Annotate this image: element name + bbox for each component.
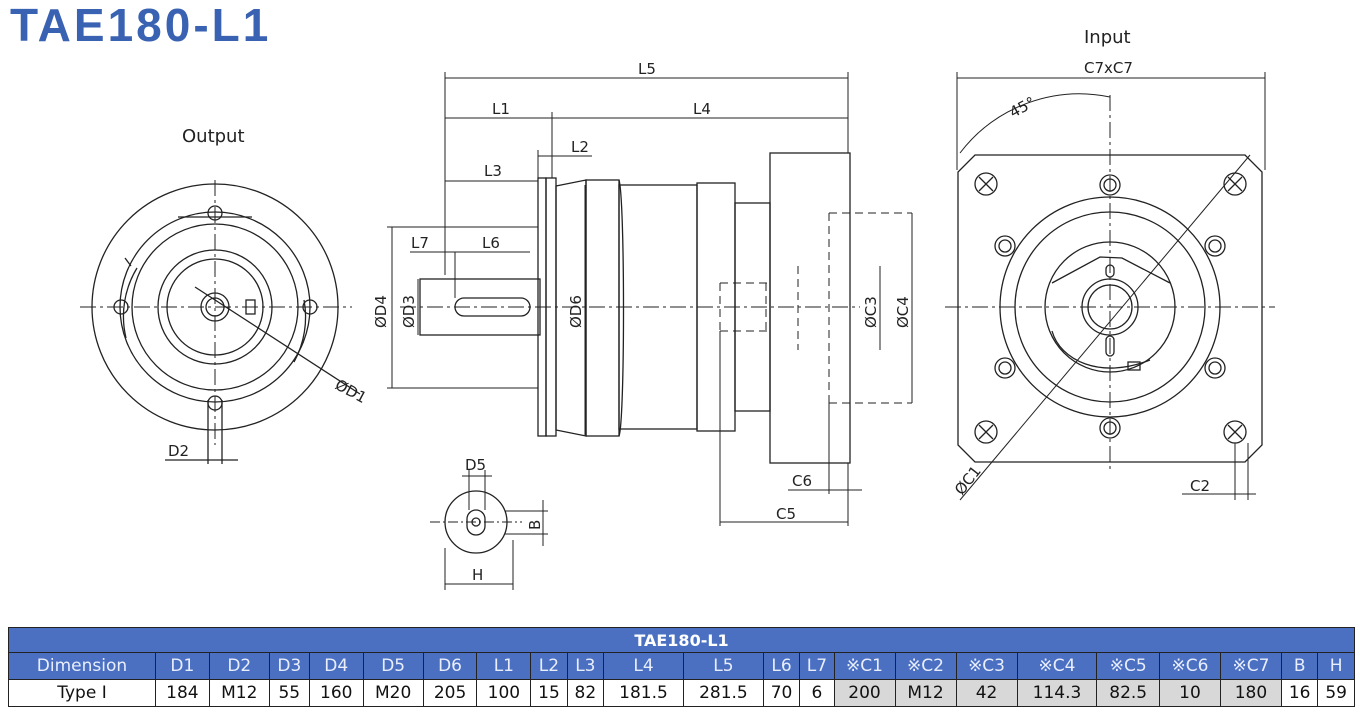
input-view-label: Input	[1084, 27, 1131, 48]
table-cell: 6	[799, 679, 835, 707]
table-header-cell: D2	[208, 652, 270, 680]
table-title: TAE180-L1	[8, 627, 1355, 653]
dim-angle: 45°	[1006, 93, 1038, 121]
table-cell: Type I	[8, 679, 156, 707]
dim-d4: ØD4	[372, 295, 390, 328]
table-header-cell: L2	[530, 652, 568, 680]
table-header-cell: ※C3	[955, 652, 1018, 680]
table-header-cell: ※C7	[1219, 652, 1282, 680]
table-header-cell: ※C5	[1096, 652, 1160, 680]
key-detail-view	[430, 470, 548, 590]
table-header-cell: L3	[566, 652, 605, 680]
dim-l6: L6	[482, 234, 500, 252]
table-cell: 184	[154, 679, 210, 707]
dim-l5: L5	[638, 60, 656, 78]
table-cell: 16	[1280, 679, 1319, 707]
dim-l3: L3	[484, 162, 502, 180]
table-cell: 59	[1317, 679, 1355, 707]
table-cell: 10	[1158, 679, 1221, 707]
table-cell: 160	[308, 679, 364, 707]
dim-d2: D2	[168, 442, 189, 460]
table-header-cell: L7	[799, 652, 835, 680]
table-cell: 70	[762, 679, 801, 707]
dim-c5: C5	[776, 505, 796, 523]
table-header-cell: D3	[268, 652, 310, 680]
technical-drawing: Output Input ØD1 D2 L5 L1 L4 L2 L3 L7 L6…	[80, 27, 1275, 590]
table-cell: 181.5	[603, 679, 684, 707]
dim-c1: ØC1	[951, 462, 985, 498]
dim-l2: L2	[571, 138, 589, 156]
dim-l1: L1	[492, 100, 510, 118]
table-cell: M12	[208, 679, 270, 707]
dim-c7: C7xC7	[1084, 59, 1133, 77]
dim-c2: C2	[1190, 477, 1210, 495]
table-cell: 82	[566, 679, 605, 707]
table-header-cell: ※C1	[833, 652, 896, 680]
table-header-cell: D1	[154, 652, 210, 680]
table-header-cell: L4	[603, 652, 684, 680]
table-cell: 55	[268, 679, 310, 707]
table-header-cell: L5	[682, 652, 764, 680]
table-cell: 15	[530, 679, 568, 707]
table-header-cell: H	[1317, 652, 1355, 680]
dim-d1: ØD1	[332, 376, 370, 407]
table-header-cell: L6	[762, 652, 801, 680]
table-cell: 200	[833, 679, 896, 707]
output-view	[80, 180, 361, 464]
dim-c6: C6	[792, 472, 812, 490]
side-view	[387, 72, 913, 526]
dim-l4: L4	[693, 100, 711, 118]
output-view-label: Output	[182, 126, 245, 147]
table-cell: 205	[422, 679, 478, 707]
dim-d3: ØD3	[400, 295, 418, 328]
dim-d6: ØD6	[567, 295, 585, 328]
dim-c3: ØC3	[862, 296, 880, 328]
page-title: TAE180-L1	[10, 0, 272, 51]
table-cell: 100	[476, 679, 532, 707]
table-header-cell: D6	[422, 652, 478, 680]
table-cell: M20	[362, 679, 424, 707]
dim-b: B	[526, 520, 544, 530]
table-header-cell: D4	[308, 652, 364, 680]
table-header-cell: B	[1280, 652, 1319, 680]
table-cell: 82.5	[1096, 679, 1160, 707]
table-header-cell: ※C4	[1016, 652, 1098, 680]
table-title-row: TAE180-L1	[8, 627, 1355, 653]
table-cell: M12	[894, 679, 957, 707]
table-header-cell: ※C2	[894, 652, 957, 680]
table-header-cell: D5	[362, 652, 424, 680]
input-view	[945, 72, 1275, 501]
table-cell: 114.3	[1016, 679, 1098, 707]
table-cell: 180	[1219, 679, 1282, 707]
dim-d5: D5	[465, 456, 486, 474]
table-header-cell: L1	[476, 652, 532, 680]
dim-h: H	[472, 566, 483, 584]
table-cell: 42	[955, 679, 1018, 707]
table-cell: 281.5	[682, 679, 764, 707]
table-header-cell: ※C6	[1158, 652, 1221, 680]
table-header-cell: Dimension	[8, 652, 156, 680]
dim-c4: ØC4	[894, 296, 912, 328]
dim-l7: L7	[411, 234, 429, 252]
